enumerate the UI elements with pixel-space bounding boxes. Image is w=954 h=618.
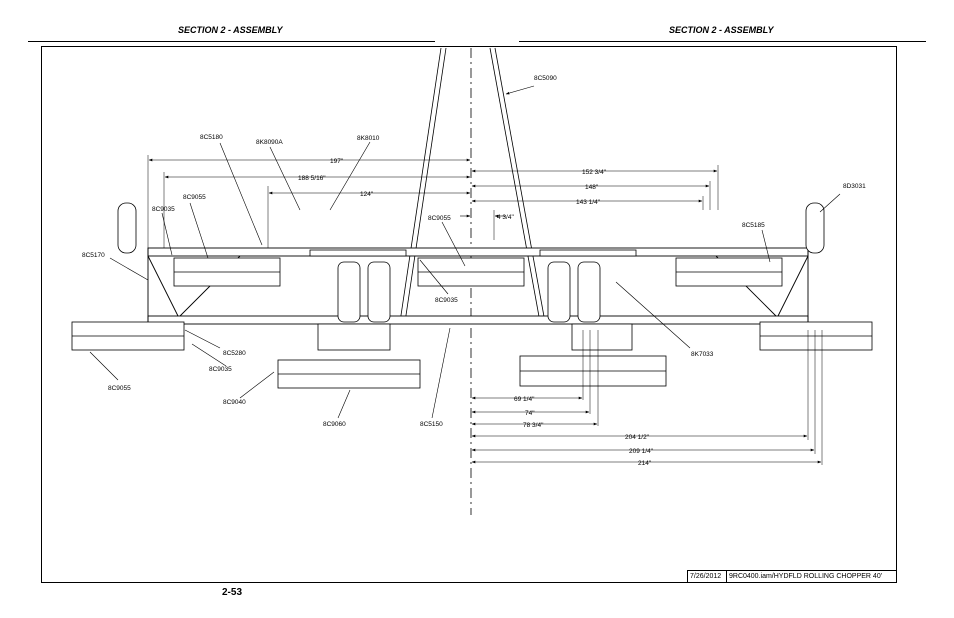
callout-8C9055-bottom: 8C9055 xyxy=(108,385,131,392)
callout-8C5180: 8C5180 xyxy=(200,134,223,141)
title-block-date: 7/26/2012 xyxy=(688,571,727,582)
dimension-lines xyxy=(148,158,822,464)
dim-204-1-2: 204 1/2" xyxy=(625,434,650,441)
dim-197: 197" xyxy=(330,158,344,165)
dimension-labels: 197" 188 5/16" 124" 152 3/4" 148" 143 1/… xyxy=(298,158,654,467)
title-block-file: 9RC0400.iam/HYDFLD ROLLING CHOPPER 40' xyxy=(729,573,883,580)
title-block: 7/26/2012 9RC0400.iam/HYDFLD ROLLING CHO… xyxy=(687,570,897,583)
callout-8C9035-center: 8C9035 xyxy=(435,297,458,304)
dim-69-1-4: 69 1/4" xyxy=(514,396,535,403)
extension-lines xyxy=(147,155,823,465)
callout-8C5090: 8C5090 xyxy=(534,75,557,82)
dim-152-3-4: 152 3/4" xyxy=(582,169,607,176)
dim-214: 214" xyxy=(638,460,652,467)
callout-8D3031: 8D3031 xyxy=(843,183,866,190)
section-header-left: SECTION 2 - ASSEMBLY xyxy=(178,25,283,35)
callout-8C9040: 8C9040 xyxy=(223,399,246,406)
dim-124: 124" xyxy=(360,191,374,198)
dim-78-3-4: 78 3/4" xyxy=(523,422,544,429)
page-number: 2-53 xyxy=(222,587,243,598)
part-callouts: 8C5090 8C5180 8K8090A 8K8010 8D3031 8C90… xyxy=(82,75,866,428)
dim-143-1-4: 143 1/4" xyxy=(576,199,601,206)
header-rule-left xyxy=(28,41,435,42)
leader-lines xyxy=(89,85,841,419)
callout-8K8090A: 8K8090A xyxy=(256,139,283,146)
dim-209-1-4: 209 1/4" xyxy=(629,448,654,455)
roller-assemblies xyxy=(71,257,873,389)
header-rule-right xyxy=(519,41,926,42)
dim-148: 148" xyxy=(585,184,599,191)
callout-8C5185: 8C5185 xyxy=(742,222,765,229)
callout-8C9055-center: 8C9055 xyxy=(428,215,451,222)
section-header-right: SECTION 2 - ASSEMBLY xyxy=(669,25,774,35)
callout-8C9060: 8C9060 xyxy=(323,421,346,428)
callout-8C9035-top: 8C9035 xyxy=(152,206,175,213)
dim-4-3-4: 4 3/4" xyxy=(497,214,514,221)
callout-8C5150: 8C5150 xyxy=(420,421,443,428)
callout-8C9035-bottom: 8C9035 xyxy=(209,366,232,373)
callout-8C9055-top: 8C9055 xyxy=(183,194,206,201)
transport-wheels xyxy=(309,249,637,323)
hitch-bars xyxy=(117,202,825,351)
callout-8K7033: 8K7033 xyxy=(691,351,714,358)
drawing-frame xyxy=(41,46,897,583)
callout-8C5280: 8C5280 xyxy=(223,350,246,357)
dim-188-5-16: 188 5/16" xyxy=(298,175,326,182)
dim-74: 74" xyxy=(525,410,535,417)
main-frame xyxy=(147,247,809,325)
callout-8C5170: 8C5170 xyxy=(82,252,105,259)
callout-8K8010: 8K8010 xyxy=(357,135,380,142)
